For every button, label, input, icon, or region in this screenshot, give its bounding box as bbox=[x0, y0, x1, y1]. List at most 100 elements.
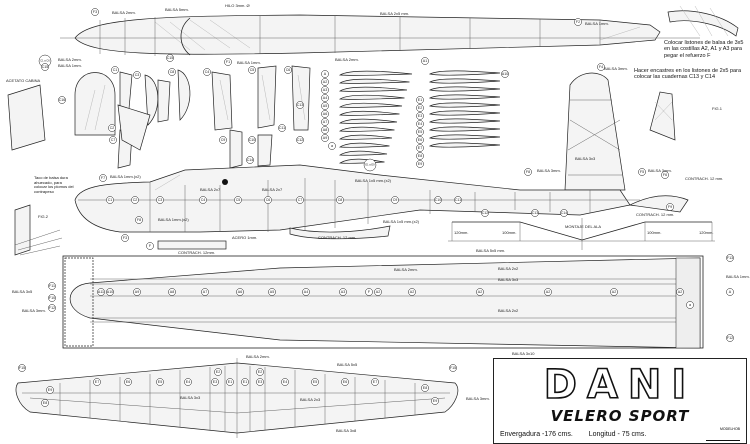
callout-label: E6 bbox=[418, 138, 422, 142]
fin bbox=[564, 72, 676, 191]
part-callout-side: C10 bbox=[434, 196, 442, 204]
callout-label: E8 bbox=[418, 154, 422, 158]
callout-label: E3 bbox=[213, 380, 217, 384]
callout-label: A bbox=[324, 72, 327, 76]
part-callout-wing: A2 bbox=[544, 288, 552, 296]
note-wing-3mm: BALSA 3mm. bbox=[22, 308, 46, 313]
callout-label: A7 bbox=[323, 120, 327, 124]
callout-label: F10 bbox=[49, 296, 55, 300]
note-balsa-2mm: BALSA 2mm. bbox=[112, 10, 136, 15]
callout-label: C11 bbox=[279, 126, 285, 130]
rib-shape bbox=[428, 86, 501, 92]
callout-label: C13 bbox=[532, 211, 539, 215]
wing-panel bbox=[62, 255, 704, 349]
callout-label: C12 bbox=[297, 138, 304, 142]
callout-label: F6 bbox=[663, 173, 667, 177]
callout-label: C10 bbox=[435, 198, 442, 202]
part-f9 bbox=[628, 195, 689, 213]
rib-shape bbox=[338, 102, 403, 108]
callout-label: A7 bbox=[203, 290, 207, 294]
callout-label: A5 bbox=[270, 290, 274, 294]
part-callout-wing: F12 bbox=[48, 304, 56, 312]
part-callout-stab: F15 bbox=[449, 364, 457, 372]
part-callout-side: C11 bbox=[454, 196, 462, 204]
note-c-balsa-1mm: BALSA 1mm. bbox=[58, 63, 82, 68]
callout-label: A8 bbox=[170, 290, 174, 294]
part-callout-wing: A2 bbox=[408, 288, 416, 296]
part-callout-stab: E5 bbox=[156, 378, 164, 386]
callout-label: E1 bbox=[228, 380, 232, 384]
part-callout-wing: A bbox=[726, 288, 734, 296]
part-callout-wing: A10 bbox=[106, 288, 114, 296]
callout-label: C10 bbox=[249, 138, 256, 142]
fuselage-top-view bbox=[60, 14, 700, 56]
part-callout-formers: C1 bbox=[111, 66, 119, 74]
part-callout-formers: C13 bbox=[296, 101, 304, 109]
note-contrach-f6: CONTRACH. 12 mm. bbox=[318, 235, 356, 240]
callout-label: F bbox=[368, 290, 371, 294]
callout-label: F1 bbox=[226, 60, 230, 64]
callout-label: C2 bbox=[133, 198, 138, 202]
note-wing-3x5: BALSA 3x5 bbox=[12, 289, 33, 294]
callout-label: C8 bbox=[338, 198, 343, 202]
callout-label: F9 bbox=[668, 205, 672, 209]
callout-label: E6 bbox=[126, 380, 130, 384]
rib-shape bbox=[428, 126, 501, 132]
part-callout-stab: E2 bbox=[256, 368, 264, 376]
wing-ribs bbox=[338, 70, 501, 164]
note-wing-3x10: BALSA 3x10 bbox=[512, 351, 535, 356]
part-callout-wing: F12 bbox=[726, 334, 734, 342]
callout-label: C14 bbox=[561, 211, 568, 215]
callout-label: C15 bbox=[42, 65, 49, 69]
part-callout-top-fuselage: F1 bbox=[224, 58, 232, 66]
part-callout-side: C2 bbox=[131, 196, 139, 204]
note-balsa-5mm: BALSA 5mm. bbox=[165, 7, 189, 12]
dim-100-left: 100mm. bbox=[502, 230, 516, 235]
callout-label: E8 bbox=[423, 386, 427, 390]
part-callout-formers: C5 bbox=[248, 66, 256, 74]
note-balsa-1mm: BALSA 1mm. bbox=[585, 21, 609, 26]
part-callout-fin: F8 bbox=[524, 168, 532, 176]
rib-shape bbox=[338, 150, 388, 156]
callout-label: A bbox=[729, 290, 732, 294]
part-callout-formers: C8 bbox=[168, 68, 176, 76]
rib-shape bbox=[338, 110, 400, 116]
callout-label: A8 bbox=[323, 128, 327, 132]
plan-title: DANI bbox=[543, 362, 697, 408]
note-fig2: FIG.2 bbox=[38, 214, 49, 219]
note-f8-balsa: BALSA 3mm. bbox=[537, 168, 561, 173]
wingspan: Envergadura -176 cms. bbox=[500, 431, 573, 438]
rib-shape bbox=[428, 142, 501, 148]
callout-label: A2 bbox=[678, 290, 682, 294]
callout-label: F bbox=[149, 244, 152, 248]
part-callout-stab: E7 bbox=[93, 378, 101, 386]
part-callout-wing: F bbox=[365, 288, 373, 296]
part-callout-stab: F15 bbox=[18, 364, 26, 372]
note-contrach-f: CONTRACH. 12mm. bbox=[178, 250, 215, 255]
callout-label: C5 bbox=[236, 198, 241, 202]
callout-label: C8 bbox=[170, 70, 175, 74]
part-callout-stab: E3 bbox=[256, 378, 264, 386]
callout-label: A2 bbox=[376, 290, 380, 294]
part-callout-wing: A2 bbox=[374, 288, 382, 296]
part-callout-ribs: A bbox=[321, 70, 329, 78]
callout-label: A10 bbox=[107, 290, 113, 294]
detail-sketch bbox=[667, 5, 739, 37]
formers: BALSA 2mm. BALSA 1mm. bbox=[58, 57, 311, 169]
part-callout-ribs: A3 bbox=[321, 86, 329, 94]
wing-dihedral-diagram bbox=[448, 218, 715, 250]
part-callout-wing: F11 bbox=[48, 282, 56, 290]
callout-label: C3 bbox=[158, 198, 163, 202]
part-callout-wing: A9 bbox=[133, 288, 141, 296]
part-callout-side: C7 bbox=[296, 196, 304, 204]
rib-shape bbox=[428, 118, 501, 124]
callout-label: C3 bbox=[135, 73, 140, 77]
part-callout-side: C8 bbox=[336, 196, 344, 204]
callout-label: E2 bbox=[418, 106, 422, 110]
part-callout-ribs: A10 bbox=[501, 70, 509, 78]
part-callout-stab-ribs: E9 bbox=[416, 160, 424, 168]
part-callout-ribs: A1 bbox=[421, 57, 429, 65]
callout-label: A2 bbox=[546, 290, 550, 294]
part-callout-side: C3 bbox=[156, 196, 164, 204]
